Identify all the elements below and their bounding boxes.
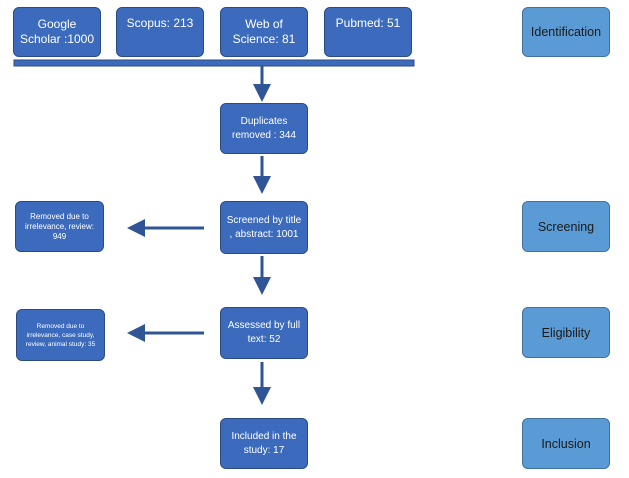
stage-screening-label: Screening [537, 219, 595, 234]
source-google-scholar-label: Google Scholar :1000 [19, 17, 95, 46]
stage-identification-label: Identification [530, 25, 602, 39]
duplicates-removed-box: Duplicates removed : 344 [220, 103, 308, 154]
source-collector-bar [13, 59, 415, 67]
screened-value: 1001 [276, 228, 299, 240]
source-scopus: Scopus: 213 [116, 7, 204, 57]
excluded-screening-value: 949 [52, 231, 67, 241]
excluded-screening-box: Removed due to irrelevance, review: 949 [15, 201, 104, 252]
source-pubmed-label: Pubmed: 51 [335, 16, 401, 30]
excluded-screening-label: Removed due to irrelevance, review: [25, 211, 94, 231]
stage-inclusion-label: Inclusion [541, 436, 591, 451]
included-label: Included in the study: [231, 430, 297, 456]
stage-eligibility: Eligibility [522, 307, 610, 358]
excluded-eligibility-value: 35 [87, 340, 96, 348]
included-value: 17 [273, 444, 285, 456]
duplicates-label: Duplicates removed : [232, 115, 288, 141]
stage-inclusion: Inclusion [522, 418, 610, 469]
stage-screening: Screening [522, 201, 610, 252]
source-web-of-science-label: Web of Science: 81 [232, 17, 296, 46]
stage-eligibility-label: Eligibility [541, 325, 591, 340]
stage-identification: Identification [522, 7, 610, 57]
included-box: Included in the study: 17 [220, 418, 308, 469]
screened-label: Screened by title , abstract: [226, 214, 302, 240]
source-pubmed: Pubmed: 51 [324, 7, 412, 57]
duplicates-value: 344 [279, 129, 296, 141]
source-web-of-science: Web of Science: 81 [220, 7, 308, 57]
assessed-value: 52 [269, 334, 281, 345]
excluded-eligibility-label: Removed due to irrelevance, case study, … [25, 322, 95, 348]
screened-box: Screened by title , abstract: 1001 [220, 201, 308, 254]
source-google-scholar: Google Scholar :1000 [13, 7, 101, 57]
assessed-box: Assessed by full text: 52 [220, 307, 308, 359]
assessed-label: Assessed by full text: [227, 320, 301, 345]
excluded-eligibility-box: Removed due to irrelevance, case study, … [16, 309, 105, 361]
source-scopus-label: Scopus: 213 [126, 16, 194, 30]
